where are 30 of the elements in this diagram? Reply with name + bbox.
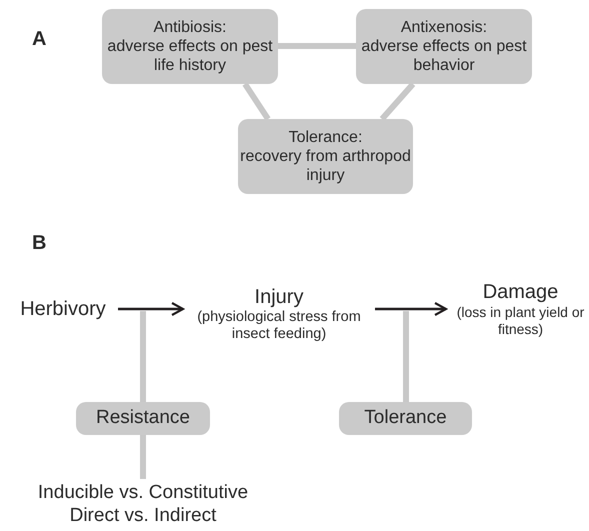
rounded-box bbox=[356, 9, 532, 84]
node-heading: Antixenosis: bbox=[400, 18, 488, 37]
arrow bbox=[375, 302, 448, 316]
node-heading: Inducible vs. Constitutive bbox=[38, 482, 248, 505]
rounded-box bbox=[102, 9, 278, 84]
node-text: adverse effects on pest behavior bbox=[360, 36, 528, 76]
connector-line bbox=[278, 43, 356, 49]
node-text: Resistance bbox=[96, 407, 190, 430]
rounded-box bbox=[339, 402, 472, 435]
node-heading: Antibiosis: bbox=[154, 18, 226, 37]
panel-letter: A bbox=[32, 28, 46, 51]
node-text: (physiological stress from insect feeding) bbox=[196, 308, 362, 344]
panel-letter: B bbox=[32, 232, 46, 255]
connector-line bbox=[140, 435, 146, 479]
rounded-box bbox=[76, 402, 210, 435]
node-text: Tolerance bbox=[364, 407, 447, 430]
node-text: adverse effects on pest life history bbox=[106, 36, 274, 76]
node-heading: Tolerance: bbox=[288, 128, 362, 147]
node-heading: Damage bbox=[482, 280, 558, 304]
node-text: Direct vs. Indirect bbox=[70, 505, 216, 528]
connector-line bbox=[242, 82, 270, 121]
connector-line bbox=[403, 311, 409, 402]
node-text: Herbivory bbox=[20, 297, 106, 321]
connector-line bbox=[140, 311, 146, 402]
rounded-box bbox=[238, 119, 413, 194]
connector-line bbox=[380, 82, 416, 121]
node-text: (loss in plant yield or fitness) bbox=[456, 304, 586, 338]
arrow bbox=[118, 302, 184, 316]
node-text: recovery from arthropod injury bbox=[239, 146, 412, 186]
node-heading: Injury bbox=[254, 284, 304, 309]
